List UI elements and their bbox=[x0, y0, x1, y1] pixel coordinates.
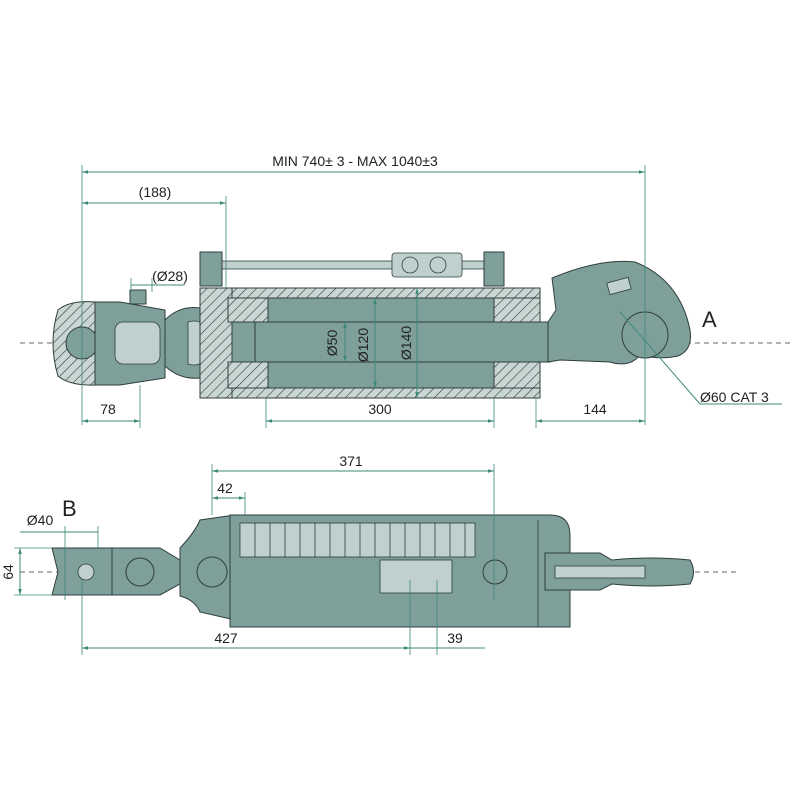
cylinder-body bbox=[229, 514, 571, 628]
dim-371-label: 371 bbox=[339, 453, 363, 469]
hook-spec-label: Ø60 CAT 3 bbox=[700, 389, 769, 405]
view-label-a: A bbox=[702, 307, 717, 332]
top-view: MIN 740± 3 - MAX 1040±3 (188) (Ø28) 78 3… bbox=[20, 153, 790, 428]
left-ball-end bbox=[52, 289, 225, 389]
left-clevis bbox=[51, 514, 236, 621]
outer-dia-label: Ø140 bbox=[398, 326, 414, 360]
hook-a bbox=[547, 260, 691, 365]
bottom-view: 371 42 B Ø40 64 427 39 bbox=[0, 453, 740, 655]
bore-dia-label: Ø120 bbox=[355, 328, 371, 362]
hook-b bbox=[544, 552, 694, 591]
dim-42-label: 42 bbox=[217, 480, 233, 496]
pin-dia-label: (Ø28) bbox=[152, 268, 188, 284]
rod-dia-label: Ø50 bbox=[324, 330, 340, 357]
dim-78-label: 78 bbox=[100, 401, 116, 417]
cylinder-section bbox=[199, 287, 551, 399]
overall-length-label: MIN 740± 3 - MAX 1040±3 bbox=[272, 153, 438, 169]
dim-300-label: 300 bbox=[368, 401, 392, 417]
dim-427-label: 427 bbox=[214, 630, 238, 646]
dim-39-label: 39 bbox=[447, 630, 463, 646]
dim-64-label: 64 bbox=[0, 564, 16, 580]
tie-rod bbox=[199, 251, 505, 287]
view-label-b: B bbox=[62, 496, 77, 521]
dim-144-label: 144 bbox=[583, 401, 607, 417]
dim-40-label: Ø40 bbox=[27, 512, 54, 528]
dim-188-label: (188) bbox=[139, 184, 172, 200]
